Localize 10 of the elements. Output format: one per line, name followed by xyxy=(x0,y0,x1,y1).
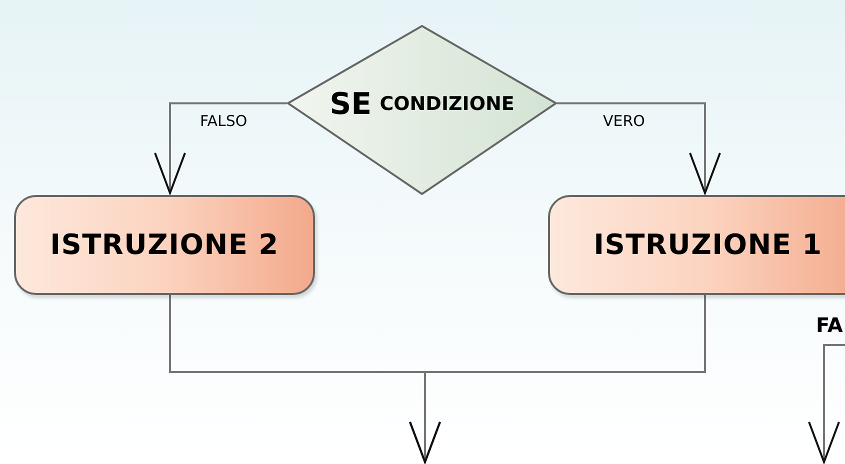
decision-diamond: SE CONDIZIONE xyxy=(287,25,557,195)
edge-label: FALSO xyxy=(200,111,248,132)
process-box: ISTRUZIONE 2 xyxy=(14,195,315,295)
arrow xyxy=(154,102,287,194)
edge-label: VERO xyxy=(603,111,645,132)
node-text: FA xyxy=(816,312,843,339)
arrow xyxy=(808,344,845,463)
process-box: ISTRUZIONE 1 xyxy=(548,195,845,295)
arrow xyxy=(409,295,706,463)
arrow xyxy=(557,102,721,194)
